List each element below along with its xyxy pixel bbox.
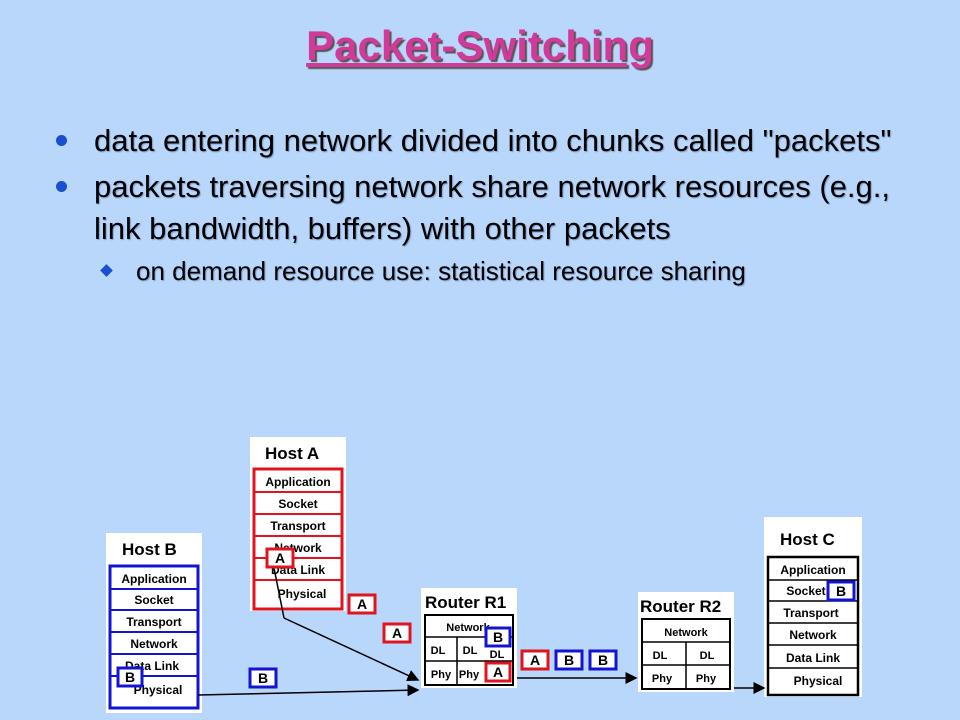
- host-a-stack: Application Socket Transport Network Dat…: [252, 467, 344, 611]
- router-r1-dl-left: DL: [431, 645, 446, 657]
- bullet-text: data entering network divided into chunk…: [94, 123, 892, 158]
- router-r1-dl-extra: DL: [490, 649, 505, 661]
- host-b-layer-network: Network: [130, 637, 178, 651]
- host-c-layer-socket: Socket: [786, 584, 825, 598]
- svg-text:A: A: [392, 625, 402, 641]
- router-r2-title: Router R2: [640, 597, 721, 616]
- host-b-layer-application: Application: [121, 572, 186, 586]
- bullet-item: packets traversing network share network…: [56, 166, 936, 250]
- router-r1-phy-left: Phy: [431, 669, 452, 681]
- router-r2-phy-right: Phy: [696, 673, 717, 685]
- bullet-item: data entering network divided into chunk…: [56, 120, 936, 162]
- host-c-card: [764, 517, 862, 697]
- host-c-layer-data-link: Data Link: [786, 651, 840, 665]
- host-c-title: Host C: [780, 530, 835, 549]
- host-a: Host A Application Socket Transport Netw…: [250, 437, 346, 619]
- host-a-layer-transport: Transport: [270, 519, 325, 533]
- svg-text:B: B: [125, 669, 135, 685]
- host-c-layer-physical: Physical: [794, 674, 843, 688]
- slide-title: Packet-Switching: [306, 22, 654, 69]
- router-r2: Router R2 Network DL DL Phy Phy: [638, 592, 734, 692]
- host-b-layer-physical: Physical: [134, 683, 183, 697]
- packet-b-transit-1: B: [248, 667, 278, 689]
- router-r1-phy-right: Phy: [459, 669, 480, 681]
- host-a-layer-socket: Socket: [278, 497, 317, 511]
- packet-a-transit-2: A: [382, 622, 412, 644]
- svg-text:B: B: [564, 652, 574, 668]
- svg-text:A: A: [530, 652, 540, 668]
- svg-text:B: B: [493, 629, 503, 645]
- host-b-layer-socket: Socket: [134, 593, 173, 607]
- host-a-title: Host A: [265, 444, 319, 463]
- sub-bullet-text: on demand resource use: statistical reso…: [136, 256, 746, 286]
- packet-a-transit-1: A: [347, 593, 377, 615]
- svg-text:A: A: [357, 596, 367, 612]
- router-r1-dl-right: DL: [463, 645, 478, 657]
- host-c-layer-application: Application: [780, 563, 845, 577]
- host-b: Host B Application Socket Transport Netw…: [106, 533, 202, 713]
- host-a-card: [250, 437, 346, 611]
- host-c-layer-transport: Transport: [783, 606, 838, 620]
- host-a-descent-line: [273, 567, 285, 619]
- links: [197, 617, 766, 697]
- link-host-b-r1: [197, 684, 420, 697]
- router-r1: Router R1 Network DL DL DL Phy Phy B A: [421, 588, 517, 688]
- host-a-layer-physical: Physical: [278, 587, 327, 601]
- router-r1-network: Network: [446, 622, 490, 634]
- packet-b-tag: B: [116, 666, 144, 688]
- svg-text:A: A: [493, 664, 503, 680]
- bullet-dot-icon: [56, 181, 67, 192]
- router-r1-packet-a: A: [484, 661, 512, 683]
- host-b-layer-transport: Transport: [126, 615, 181, 629]
- host-b-title: Host B: [122, 540, 177, 559]
- svg-text:A: A: [275, 550, 285, 566]
- router-r1-packet-b: B: [484, 626, 512, 648]
- packet-b-transit-3: B: [588, 649, 618, 671]
- link-host-a-r1: [283, 617, 420, 682]
- bullet-text: packets traversing network share network…: [94, 169, 891, 246]
- svg-text:B: B: [836, 583, 846, 599]
- svg-text:B: B: [258, 670, 268, 686]
- bullet-list: data entering network divided into chunk…: [56, 120, 936, 288]
- router-r2-dl-left: DL: [653, 650, 668, 662]
- host-c: Host C Application Socket Transport Netw…: [764, 517, 862, 697]
- host-a-layer-application: Application: [265, 475, 330, 489]
- sub-bullet-item: on demand resource use: statistical reso…: [56, 254, 936, 288]
- packet-a-tag: A: [265, 547, 295, 569]
- host-c-layer-network: Network: [789, 628, 837, 642]
- router-r2-dl-right: DL: [700, 650, 715, 662]
- svg-text:B: B: [598, 652, 608, 668]
- packet-b-transit-2: B: [554, 649, 584, 671]
- router-r2-network: Network: [664, 627, 708, 639]
- packet-a-transit-3: A: [520, 649, 550, 671]
- router-r1-title: Router R1: [425, 593, 506, 612]
- host-c-packet-b: B: [826, 580, 856, 602]
- router-r2-phy-left: Phy: [652, 673, 673, 685]
- bullet-dot-icon: [56, 135, 67, 146]
- packets-in-transit: A A B A B B: [248, 593, 618, 689]
- host-c-stack: Application Socket Transport Network Dat…: [766, 555, 860, 697]
